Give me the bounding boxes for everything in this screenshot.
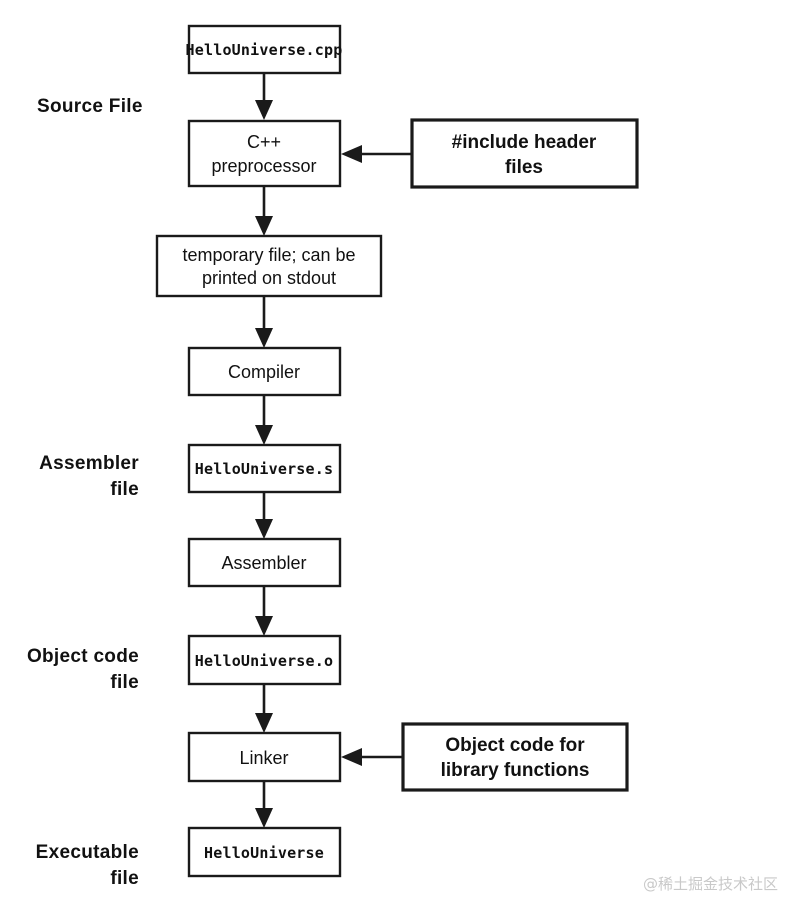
stage-label-source-file: Source File (37, 96, 143, 117)
node-library-object-code[interactable]: Object code for library functions (401, 722, 629, 792)
stage-label-object-code-file-line2: file (110, 672, 139, 693)
stage-label-assembler-file-line2: file (110, 479, 139, 500)
edge-compiler-to-assembly-file (255, 395, 273, 445)
node-preprocessor[interactable]: C++ preprocessor (187, 119, 342, 188)
node-include-headers[interactable]: #include header files (410, 118, 639, 189)
edge-linker-to-executable (255, 781, 273, 828)
edge-object-file-to-linker (255, 684, 273, 733)
node-compiler[interactable]: Compiler (187, 346, 342, 397)
watermark-text: @稀土掘金技术社区 (643, 875, 778, 893)
node-library-object-code-label-line1: Object code for (445, 735, 585, 756)
node-compiler-label: Compiler (228, 362, 300, 382)
node-assembly-file[interactable]: HelloUniverse.s (187, 443, 342, 494)
node-assembler[interactable]: Assembler (187, 537, 342, 588)
node-executable[interactable]: HelloUniverse (187, 826, 342, 878)
node-temp-file[interactable]: temporary file; can be printed on stdout (155, 234, 383, 298)
node-source[interactable]: HelloUniverse.cpp (186, 24, 343, 75)
node-library-object-code-label-line2: library functions (441, 760, 590, 781)
node-object-file[interactable]: HelloUniverse.o (187, 634, 342, 686)
stage-label-executable-file-line2: file (110, 868, 139, 889)
edge-include-headers-to-preprocessor (341, 145, 412, 163)
node-assembly-file-label: HelloUniverse.s (195, 460, 333, 478)
node-object-file-label: HelloUniverse.o (195, 652, 333, 670)
node-include-headers-label-line2: files (505, 157, 543, 178)
node-temp-file-label-line1: temporary file; can be (182, 245, 355, 265)
stage-label-assembler-file-line1: Assembler (39, 453, 139, 474)
node-executable-label: HelloUniverse (204, 844, 324, 862)
edge-assembly-file-to-assembler (255, 492, 273, 539)
node-preprocessor-label-line2: preprocessor (211, 156, 316, 176)
node-assembler-label: Assembler (221, 553, 306, 573)
node-temp-file-label-line2: printed on stdout (202, 268, 336, 288)
node-linker[interactable]: Linker (187, 731, 342, 783)
edge-temp-file-to-compiler (255, 296, 273, 348)
edge-source-to-preprocessor (255, 73, 273, 120)
node-include-headers-label-line1: #include header (452, 132, 597, 153)
stage-label-executable-file-line1: Executable (36, 842, 139, 863)
node-linker-label: Linker (239, 748, 288, 768)
stage-label-object-code-file-line1: Object code (27, 646, 139, 667)
edge-assembler-to-object-file (255, 586, 273, 636)
node-source-label: HelloUniverse.cpp (186, 41, 343, 59)
node-preprocessor-label-line1: C++ (247, 132, 281, 152)
edge-library-object-code-to-linker (341, 748, 403, 766)
edge-preprocessor-to-temp-file (255, 186, 273, 236)
